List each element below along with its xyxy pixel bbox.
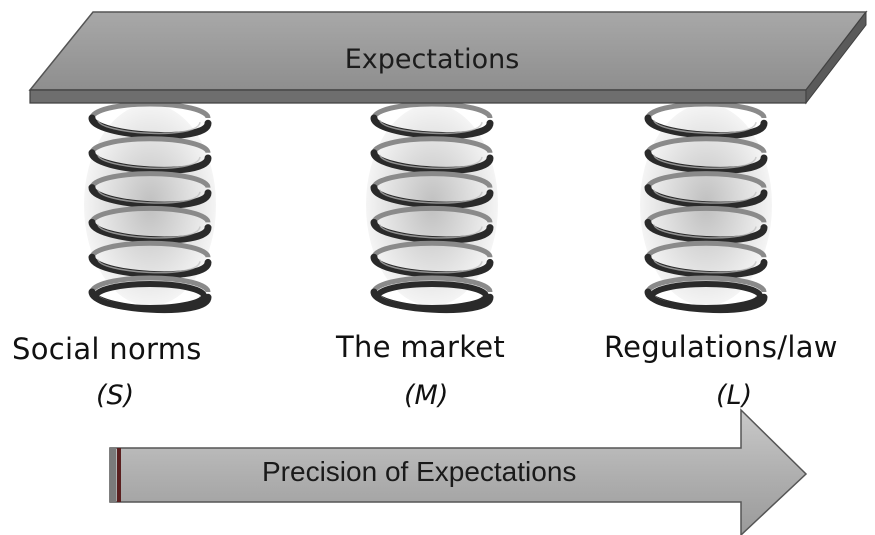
spring-abbr-the-market: (M): [404, 380, 449, 411]
precision-arrow: [109, 408, 808, 535]
spring-label-social-norms: Social norms: [12, 332, 202, 366]
arrow-label: Precision of Expectations: [262, 456, 577, 487]
arrow-tail-stripe-dark: [117, 448, 121, 502]
arrow-tail-stripe: [110, 448, 116, 502]
plate-title: Expectations: [344, 44, 520, 75]
arrow-body: [109, 408, 808, 535]
spring-the-market: [366, 101, 498, 313]
spring-social-norms: [84, 101, 216, 313]
spring-regulations-law: [640, 101, 772, 313]
spring-label-regulations-law: Regulations/law: [604, 330, 838, 364]
expectations-plate: [28, 10, 868, 105]
spring-abbr-regulations-law: (L): [716, 380, 753, 411]
plate-right-edge: [805, 10, 867, 105]
spring-label-the-market: The market: [336, 330, 506, 364]
spring-abbr-social-norms: (S): [96, 380, 135, 411]
plate-front-edge: [29, 89, 807, 104]
